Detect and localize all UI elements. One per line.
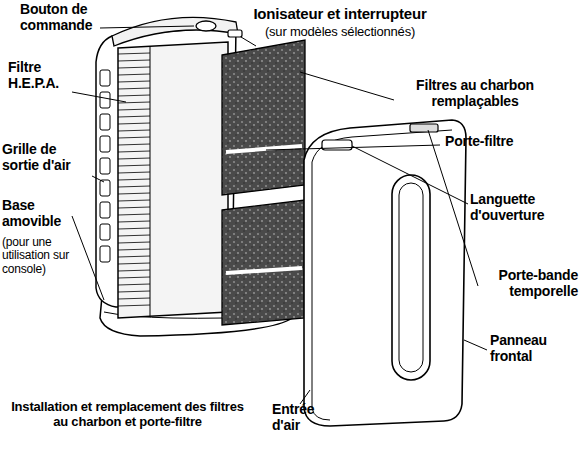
part-label: Panneau frontal xyxy=(490,333,575,364)
part-label: Porte-filtre xyxy=(445,134,555,150)
part-label: Entrée d'air xyxy=(272,402,334,433)
part-label: Porte-bande temporelle xyxy=(478,268,578,299)
part-label: Ionisateur et interrupteur xyxy=(225,6,455,23)
part-label: Base amovible xyxy=(2,198,77,229)
figure-caption: Installation et remplacement des filtres… xyxy=(5,400,250,429)
part-label: (pour une utilisation sur console) xyxy=(2,236,84,276)
part-label: Bouton de commande xyxy=(20,2,120,33)
part-label: Grille de sortie d'air xyxy=(2,142,94,173)
part-label: Languette d'ouverture xyxy=(470,192,575,223)
part-label: Filtre H.E.P.A. xyxy=(8,60,78,91)
part-label: Filtres au charbon remplaçables xyxy=(390,78,560,109)
part-label: (sur modèles sélectionnés) xyxy=(240,25,440,40)
